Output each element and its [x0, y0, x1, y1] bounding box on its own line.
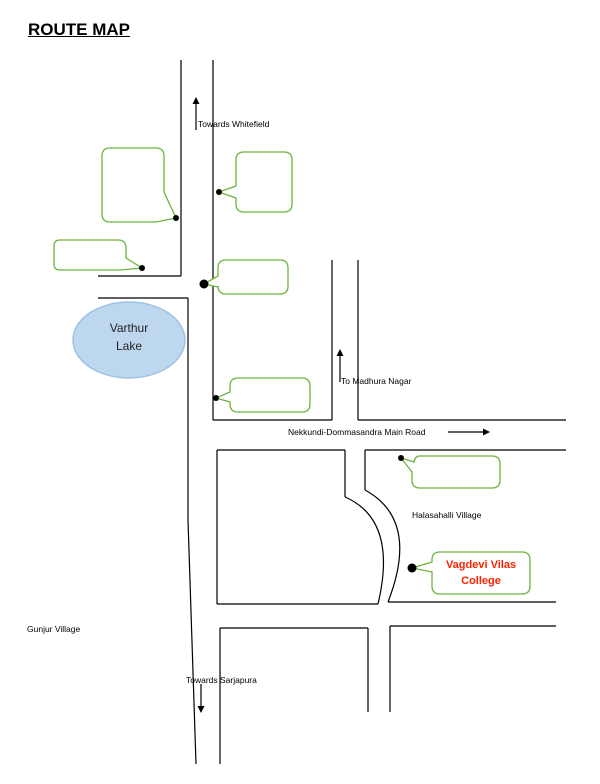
location-marker	[173, 215, 179, 221]
callout-box	[399, 455, 501, 489]
location-marker	[213, 395, 219, 401]
varthur-lake	[72, 301, 186, 379]
arrow-up-icon	[336, 349, 344, 356]
location-marker	[139, 265, 145, 271]
label-to-madhura-nagar: To Madhura Nagar	[341, 376, 412, 386]
label-towards-sarjapura: Towards Sarjapura	[186, 675, 257, 685]
map-title: ROUTE MAP	[28, 20, 130, 39]
college-label-line1: Vagdevi Vilas	[446, 559, 516, 571]
location-marker	[216, 189, 222, 195]
location-marker	[199, 279, 209, 289]
callout-box	[214, 377, 311, 413]
college-callout	[411, 551, 531, 595]
label-gunjur-village: Gunjur Village	[27, 624, 81, 634]
label-halasahalli-village: Halasahalli Village	[412, 510, 482, 520]
arrow-down-icon	[197, 706, 205, 713]
road-curve	[364, 489, 401, 603]
road-curve	[344, 496, 385, 605]
college-label-line2: College	[461, 575, 501, 587]
lake-label-line1: Varthur	[110, 321, 148, 335]
callout-box	[217, 151, 293, 213]
arrow-right-icon	[483, 428, 490, 436]
callout-box	[53, 239, 144, 271]
arrow-up-icon	[192, 97, 200, 104]
label-main-road: Nekkundi-Dommasandra Main Road	[288, 427, 426, 437]
callouts: Vagdevi Vilas College	[53, 147, 531, 595]
roads	[98, 60, 566, 765]
road-edge	[187, 519, 197, 765]
location-marker	[398, 455, 404, 461]
label-towards-whitefield: Towards Whitefield	[198, 119, 270, 129]
direction-arrows	[192, 97, 490, 713]
callout-box	[101, 147, 177, 223]
callout-box	[202, 259, 289, 295]
lake-label-line2: Lake	[116, 339, 142, 353]
college-marker	[407, 563, 417, 573]
